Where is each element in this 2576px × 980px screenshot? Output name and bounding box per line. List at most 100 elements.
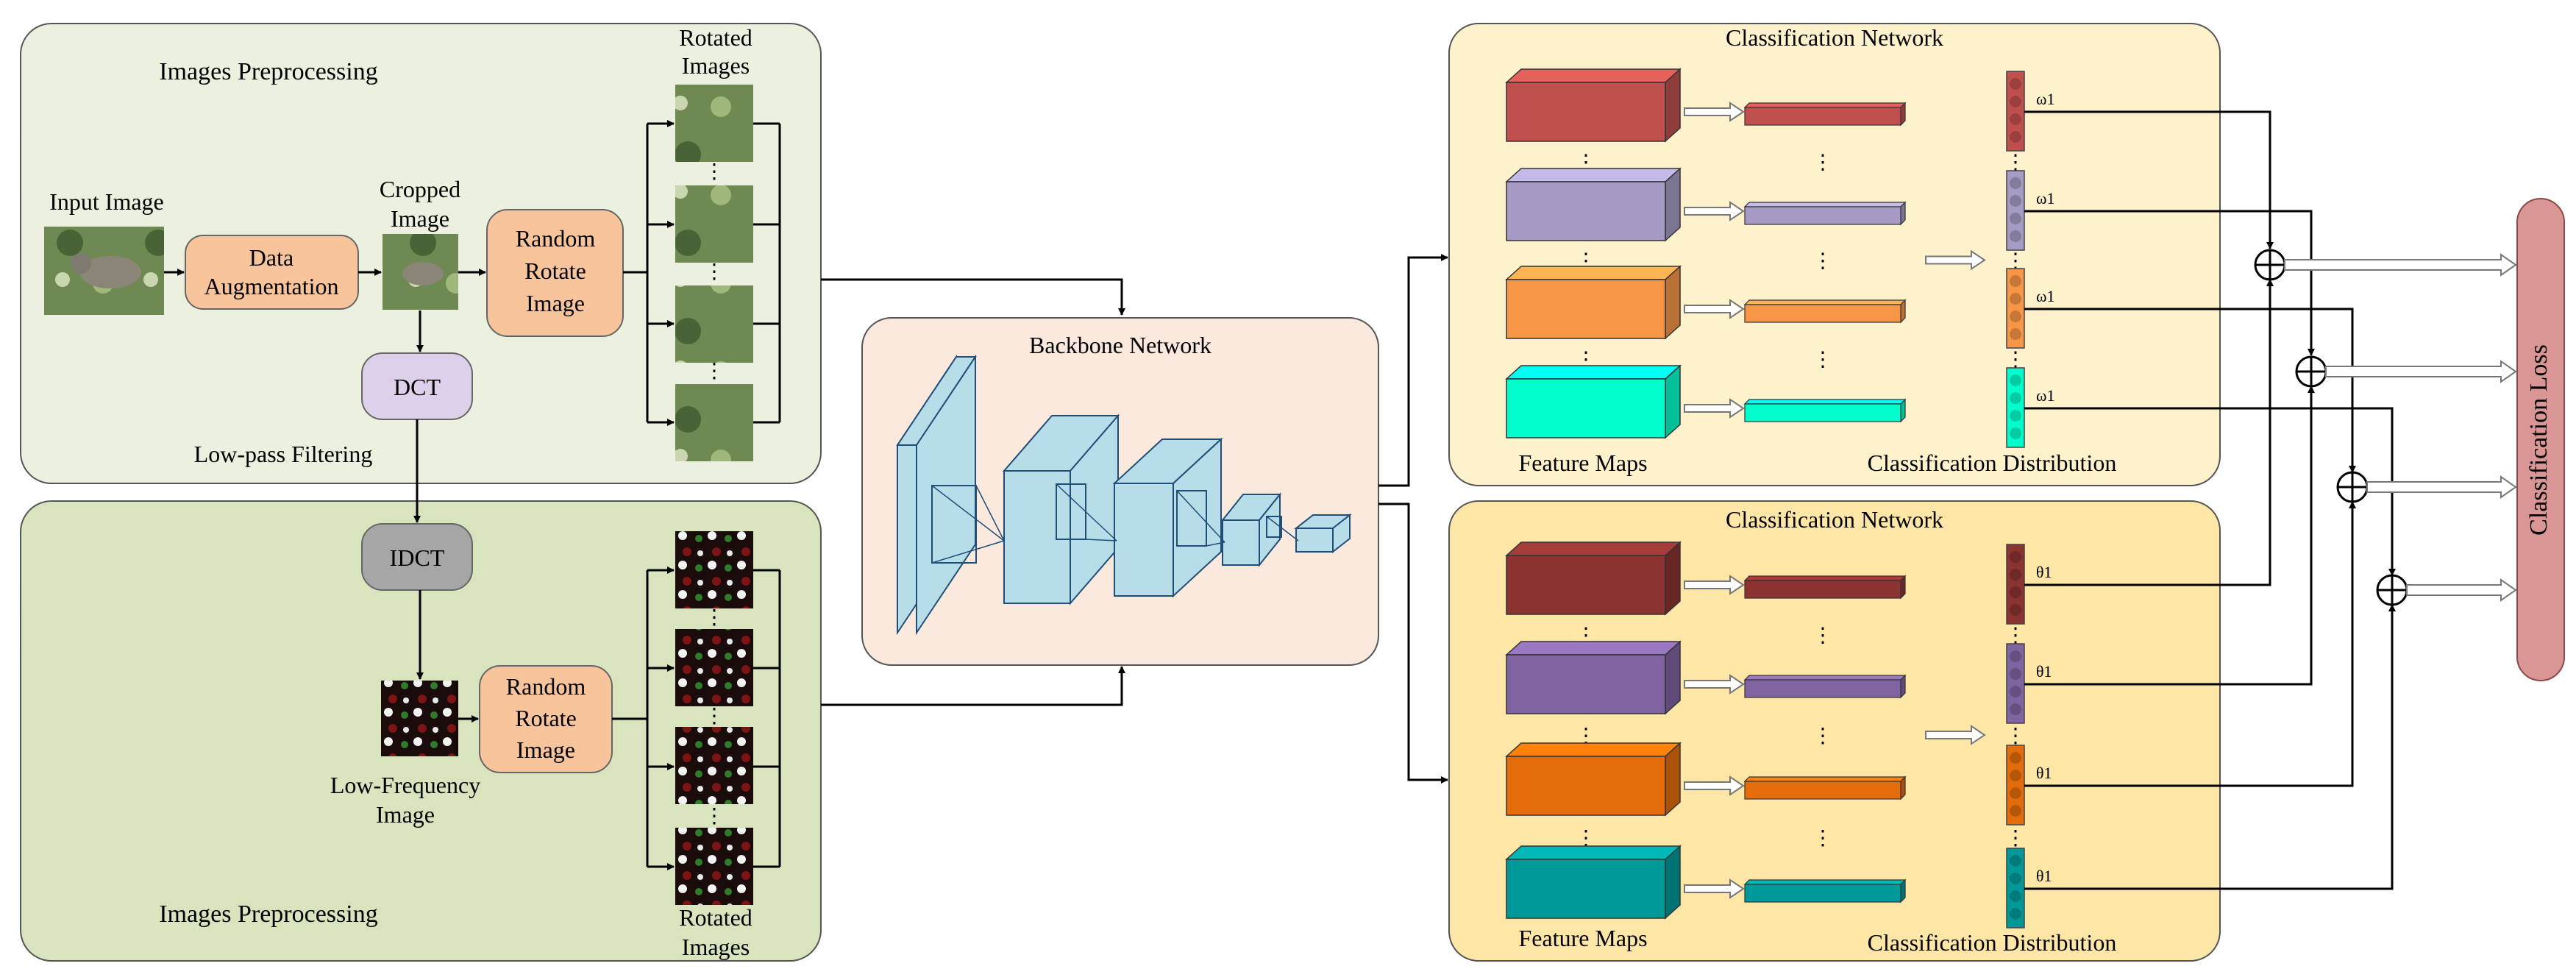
top-panel-connectors <box>164 120 781 426</box>
top-weight-label-1: ω1 <box>2036 90 2054 108</box>
dct-label: DCT <box>394 374 441 400</box>
classification-network-top: Classification Network ω1⋮⋮⋮ω1⋮⋮⋮ω1⋮⋮⋮ω1… <box>1448 23 2221 486</box>
distribution-label-top: Classification Distribution <box>1868 450 2117 476</box>
bottom-ellipsis-3b: ⋮ <box>1812 827 1833 850</box>
classification-loss-block: Classification Loss <box>2516 198 2565 681</box>
cropped-image-label-line2: Image <box>391 205 449 232</box>
cropped-image-thumbnail <box>383 234 458 310</box>
data-augmentation-line2: Augmentation <box>204 273 338 299</box>
ellipsis-top-3: ⋮ <box>704 360 725 383</box>
bottom-hollow-arrow-3 <box>1684 775 1745 796</box>
bottom-feature-map-3 <box>1505 742 1682 817</box>
low-frequency-image <box>381 681 458 756</box>
backbone-network-panel: Backbone Network <box>861 317 1379 666</box>
sum-to-loss-arrows <box>2284 253 2517 602</box>
top-feature-vector-4 <box>1743 398 1907 423</box>
dct-box: DCT <box>361 352 473 420</box>
bottom-feature-map-2 <box>1505 640 1682 715</box>
bottom-panel-connectors <box>416 567 781 870</box>
top-hollow-arrow-3 <box>1684 299 1745 319</box>
top-feature-stack: ω1⋮⋮⋮ω1⋮⋮⋮ω1⋮⋮⋮ω1 <box>1505 68 2054 448</box>
input-image-thumbnail <box>44 227 164 315</box>
backbone-title: Backbone Network <box>1029 332 1211 358</box>
random-rotate-bottom-line2: Rotate <box>515 705 577 731</box>
top-hollow-arrow-1 <box>1684 102 1745 122</box>
bottom-hollow-arrow-4 <box>1684 878 1745 899</box>
bottom-feature-map-4 <box>1505 845 1682 920</box>
top-preprocessing-panel: Images Preprocessing Input Image Data Au… <box>20 23 822 484</box>
bottom-feature-vector-1 <box>1743 575 1907 600</box>
cnn-receptive-lines <box>931 483 1299 564</box>
bottom-distribution-2 <box>2006 643 2025 724</box>
rotated-images-label-bottom-line2: Images <box>682 934 750 960</box>
classification-bottom-title: Classification Network <box>1726 506 1943 533</box>
bottom-distribution-1 <box>2006 544 2025 625</box>
random-rotate-top-line2: Rotate <box>524 258 586 284</box>
rotated-lowfreq-4 <box>675 828 753 905</box>
top-distribution-4 <box>2006 367 2025 448</box>
rotated-image-top-2 <box>675 185 753 263</box>
bottom-feature-vector-2 <box>1743 674 1907 699</box>
classification-network-bottom: Classification Network θ1⋮⋮⋮θ1⋮⋮⋮θ1⋮⋮⋮θ1… <box>1448 500 2221 962</box>
bottom-feature-vector-4 <box>1743 878 1907 903</box>
bottom-feature-stack: θ1⋮⋮⋮θ1⋮⋮⋮θ1⋮⋮⋮θ1 <box>1505 541 2052 928</box>
rotated-image-top-4 <box>675 384 753 461</box>
bottom-weight-label-1: θ1 <box>2036 563 2052 581</box>
top-hollow-arrow-2 <box>1684 201 1745 221</box>
bottom-panel-title: Images Preprocessing <box>159 901 377 928</box>
bottom-hollow-arrow-1 <box>1684 575 1745 595</box>
top-feature-vector-1 <box>1743 102 1907 127</box>
sum-nodes <box>2254 249 2408 606</box>
idct-box: IDCT <box>361 523 473 591</box>
rotated-lowfreq-2 <box>675 629 753 706</box>
top-ellipsis-2b: ⋮ <box>1812 250 1833 273</box>
random-rotate-box-top: Random Rotate Image <box>486 209 624 337</box>
top-feature-map-1 <box>1505 68 1682 143</box>
random-rotate-bottom-line3: Image <box>516 736 575 763</box>
bottom-ellipsis-2b: ⋮ <box>1812 725 1833 748</box>
top-feature-map-4 <box>1505 364 1682 439</box>
random-rotate-bottom-line1: Random <box>506 673 586 700</box>
rotated-image-top-3 <box>675 285 753 363</box>
top-distribution-3 <box>2006 268 2025 349</box>
rotated-images-label-top-line1: Rotated <box>679 24 752 51</box>
bottom-distribution-3 <box>2006 745 2025 825</box>
bottom-weight-label-4: θ1 <box>2036 867 2052 885</box>
bottom-to-distribution-arrow <box>1925 725 1986 745</box>
top-feature-vector-3 <box>1743 299 1907 324</box>
distribution-label-bottom: Classification Distribution <box>1868 929 2117 956</box>
rotated-lowfreq-1 <box>675 531 753 608</box>
bottom-ellipsis-2c: ⋮ <box>2005 725 2026 748</box>
top-feature-vector-2 <box>1743 201 1907 226</box>
preprocessing-to-backbone-arrows <box>821 278 1125 706</box>
input-image-label: Input Image <box>49 188 164 215</box>
low-pass-filtering-label: Low-pass Filtering <box>194 441 373 467</box>
bottom-ellipsis-1b: ⋮ <box>1812 625 1833 647</box>
low-frequency-label-line1: Low-Frequency <box>330 772 480 798</box>
ellipsis-bottom-2: ⋮ <box>704 705 725 728</box>
low-frequency-label-line2: Image <box>376 801 435 828</box>
bottom-preprocessing-panel: IDCT Low-Frequency Image Random Rotate I… <box>20 500 822 962</box>
cnn-layers <box>896 354 1352 636</box>
rotated-images-label-top-line2: Images <box>682 52 750 79</box>
top-feature-map-3 <box>1505 265 1682 340</box>
top-feature-map-2 <box>1505 167 1682 242</box>
random-rotate-top-line1: Random <box>516 225 596 252</box>
sum-node-3 <box>2336 471 2369 503</box>
ellipsis-top-1: ⋮ <box>704 160 725 183</box>
idct-label: IDCT <box>390 544 445 571</box>
rotated-images-label-bottom-line1: Rotated <box>679 904 752 931</box>
random-rotate-top-line3: Image <box>526 290 585 316</box>
data-augmentation-line1: Data <box>249 244 293 271</box>
bottom-hollow-arrow-2 <box>1684 674 1745 695</box>
rotated-lowfreq-3 <box>675 727 753 804</box>
top-weight-label-3: ω1 <box>2036 287 2054 305</box>
fusion-connectors <box>2024 110 2396 890</box>
top-weight-label-2: ω1 <box>2036 189 2054 207</box>
data-augmentation-box: Data Augmentation <box>185 235 359 310</box>
top-ellipsis-1b: ⋮ <box>1812 152 1833 174</box>
sum-node-1 <box>2254 249 2286 281</box>
classification-top-title: Classification Network <box>1726 24 1943 51</box>
bottom-feature-vector-3 <box>1743 775 1907 800</box>
